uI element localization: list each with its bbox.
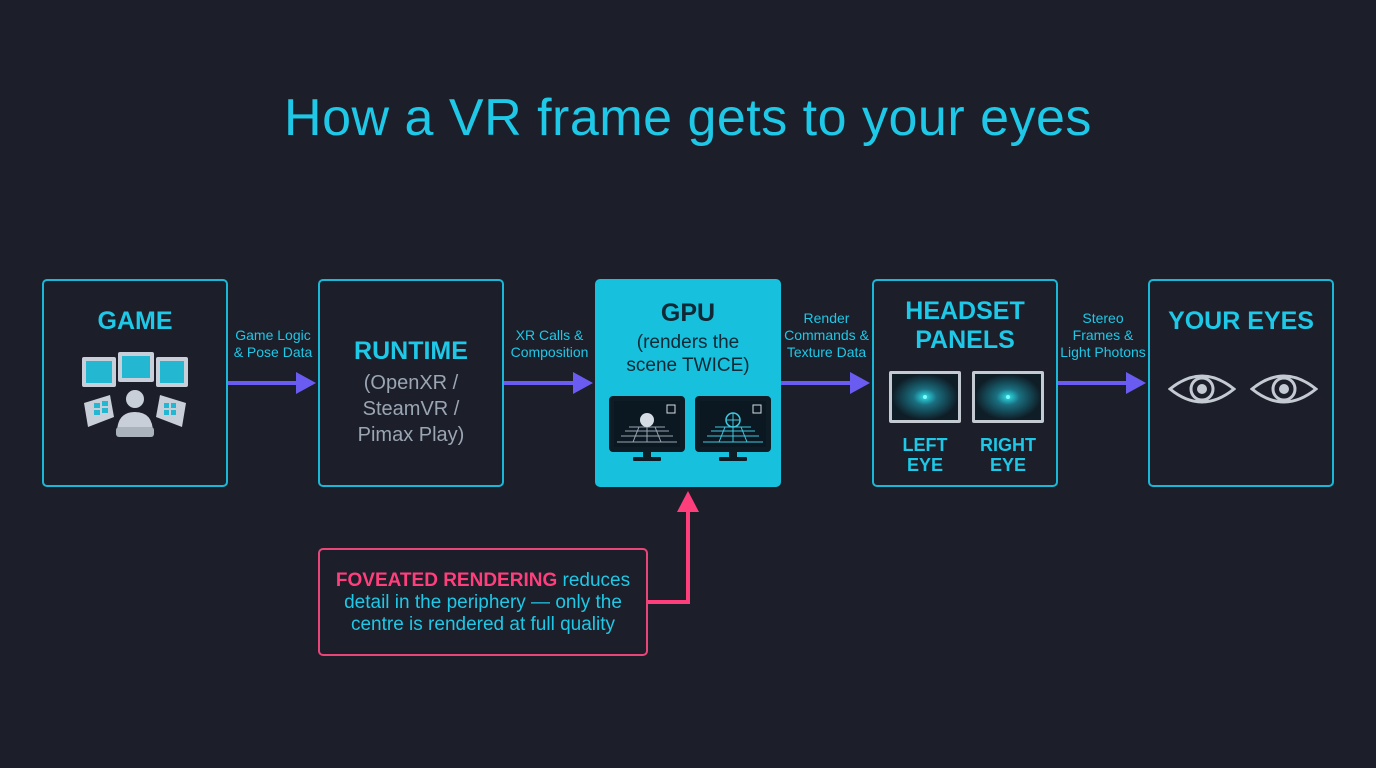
left-eye-label: LEFT EYE (902, 435, 948, 475)
callout-text-line1: reduces (557, 570, 631, 591)
edge-label-headset-to-eyes: Stereo Frames & Light Photons (1060, 310, 1146, 360)
stage-gpu: GPU (renders the scene TWICE) (595, 279, 781, 487)
edge-label-game-to-runtime: Game Logic & Pose Data (233, 327, 313, 360)
stage-runtime-title: RUNTIME (354, 337, 468, 365)
right-eye-panel-icon (972, 371, 1044, 423)
stage-runtime-subtitle: (OpenXR / SteamVR / Pimax Play) (357, 372, 465, 446)
stage-runtime: RUNTIME (OpenXR / SteamVR / Pimax Play) (318, 279, 504, 487)
left-eye-monitor-icon (609, 396, 685, 461)
edge-label-gpu-to-headset: Render Commands & Texture Data (784, 310, 869, 360)
right-eye-label: RIGHT EYE (980, 435, 1036, 475)
right-eye-monitor-icon (695, 396, 771, 461)
stage-game: GAME (42, 279, 228, 487)
right-eye-icon (1250, 374, 1318, 404)
foveated-rendering-callout: FOVEATED RENDERING reduces detail in the… (318, 548, 648, 656)
gamer-setup-icon (82, 352, 188, 437)
left-eye-icon (1168, 374, 1236, 404)
stage-gpu-subtitle: (renders the scene TWICE) (626, 332, 750, 376)
arrow-headset-to-eyes (1058, 372, 1146, 394)
stage-gpu-title: GPU (660, 299, 716, 327)
arrow-runtime-to-gpu (504, 372, 593, 394)
stage-headset-panels: HEADSET PANELS LEFT EYE RIGH (872, 279, 1058, 487)
stage-eyes-title: YOUR EYES (1168, 307, 1314, 335)
stage-game-title: GAME (97, 307, 173, 335)
callout-highlight: FOVEATED RENDERING (335, 570, 558, 591)
stage-headset-title: HEADSET PANELS (905, 297, 1025, 354)
arrow-game-to-runtime (228, 372, 316, 394)
callout-text-line2: detail in the periphery — only the (344, 592, 622, 613)
edge-label-runtime-to-gpu: XR Calls & Composition (510, 327, 589, 360)
arrow-foveated-to-gpu (648, 491, 699, 604)
arrow-gpu-to-headset (781, 372, 870, 394)
callout-text-line3: centre is rendered at full quality (350, 614, 616, 635)
stage-your-eyes: YOUR EYES (1148, 279, 1334, 487)
left-eye-panel-icon (889, 371, 961, 423)
diagram-title: How a VR frame gets to your eyes (284, 89, 1092, 147)
